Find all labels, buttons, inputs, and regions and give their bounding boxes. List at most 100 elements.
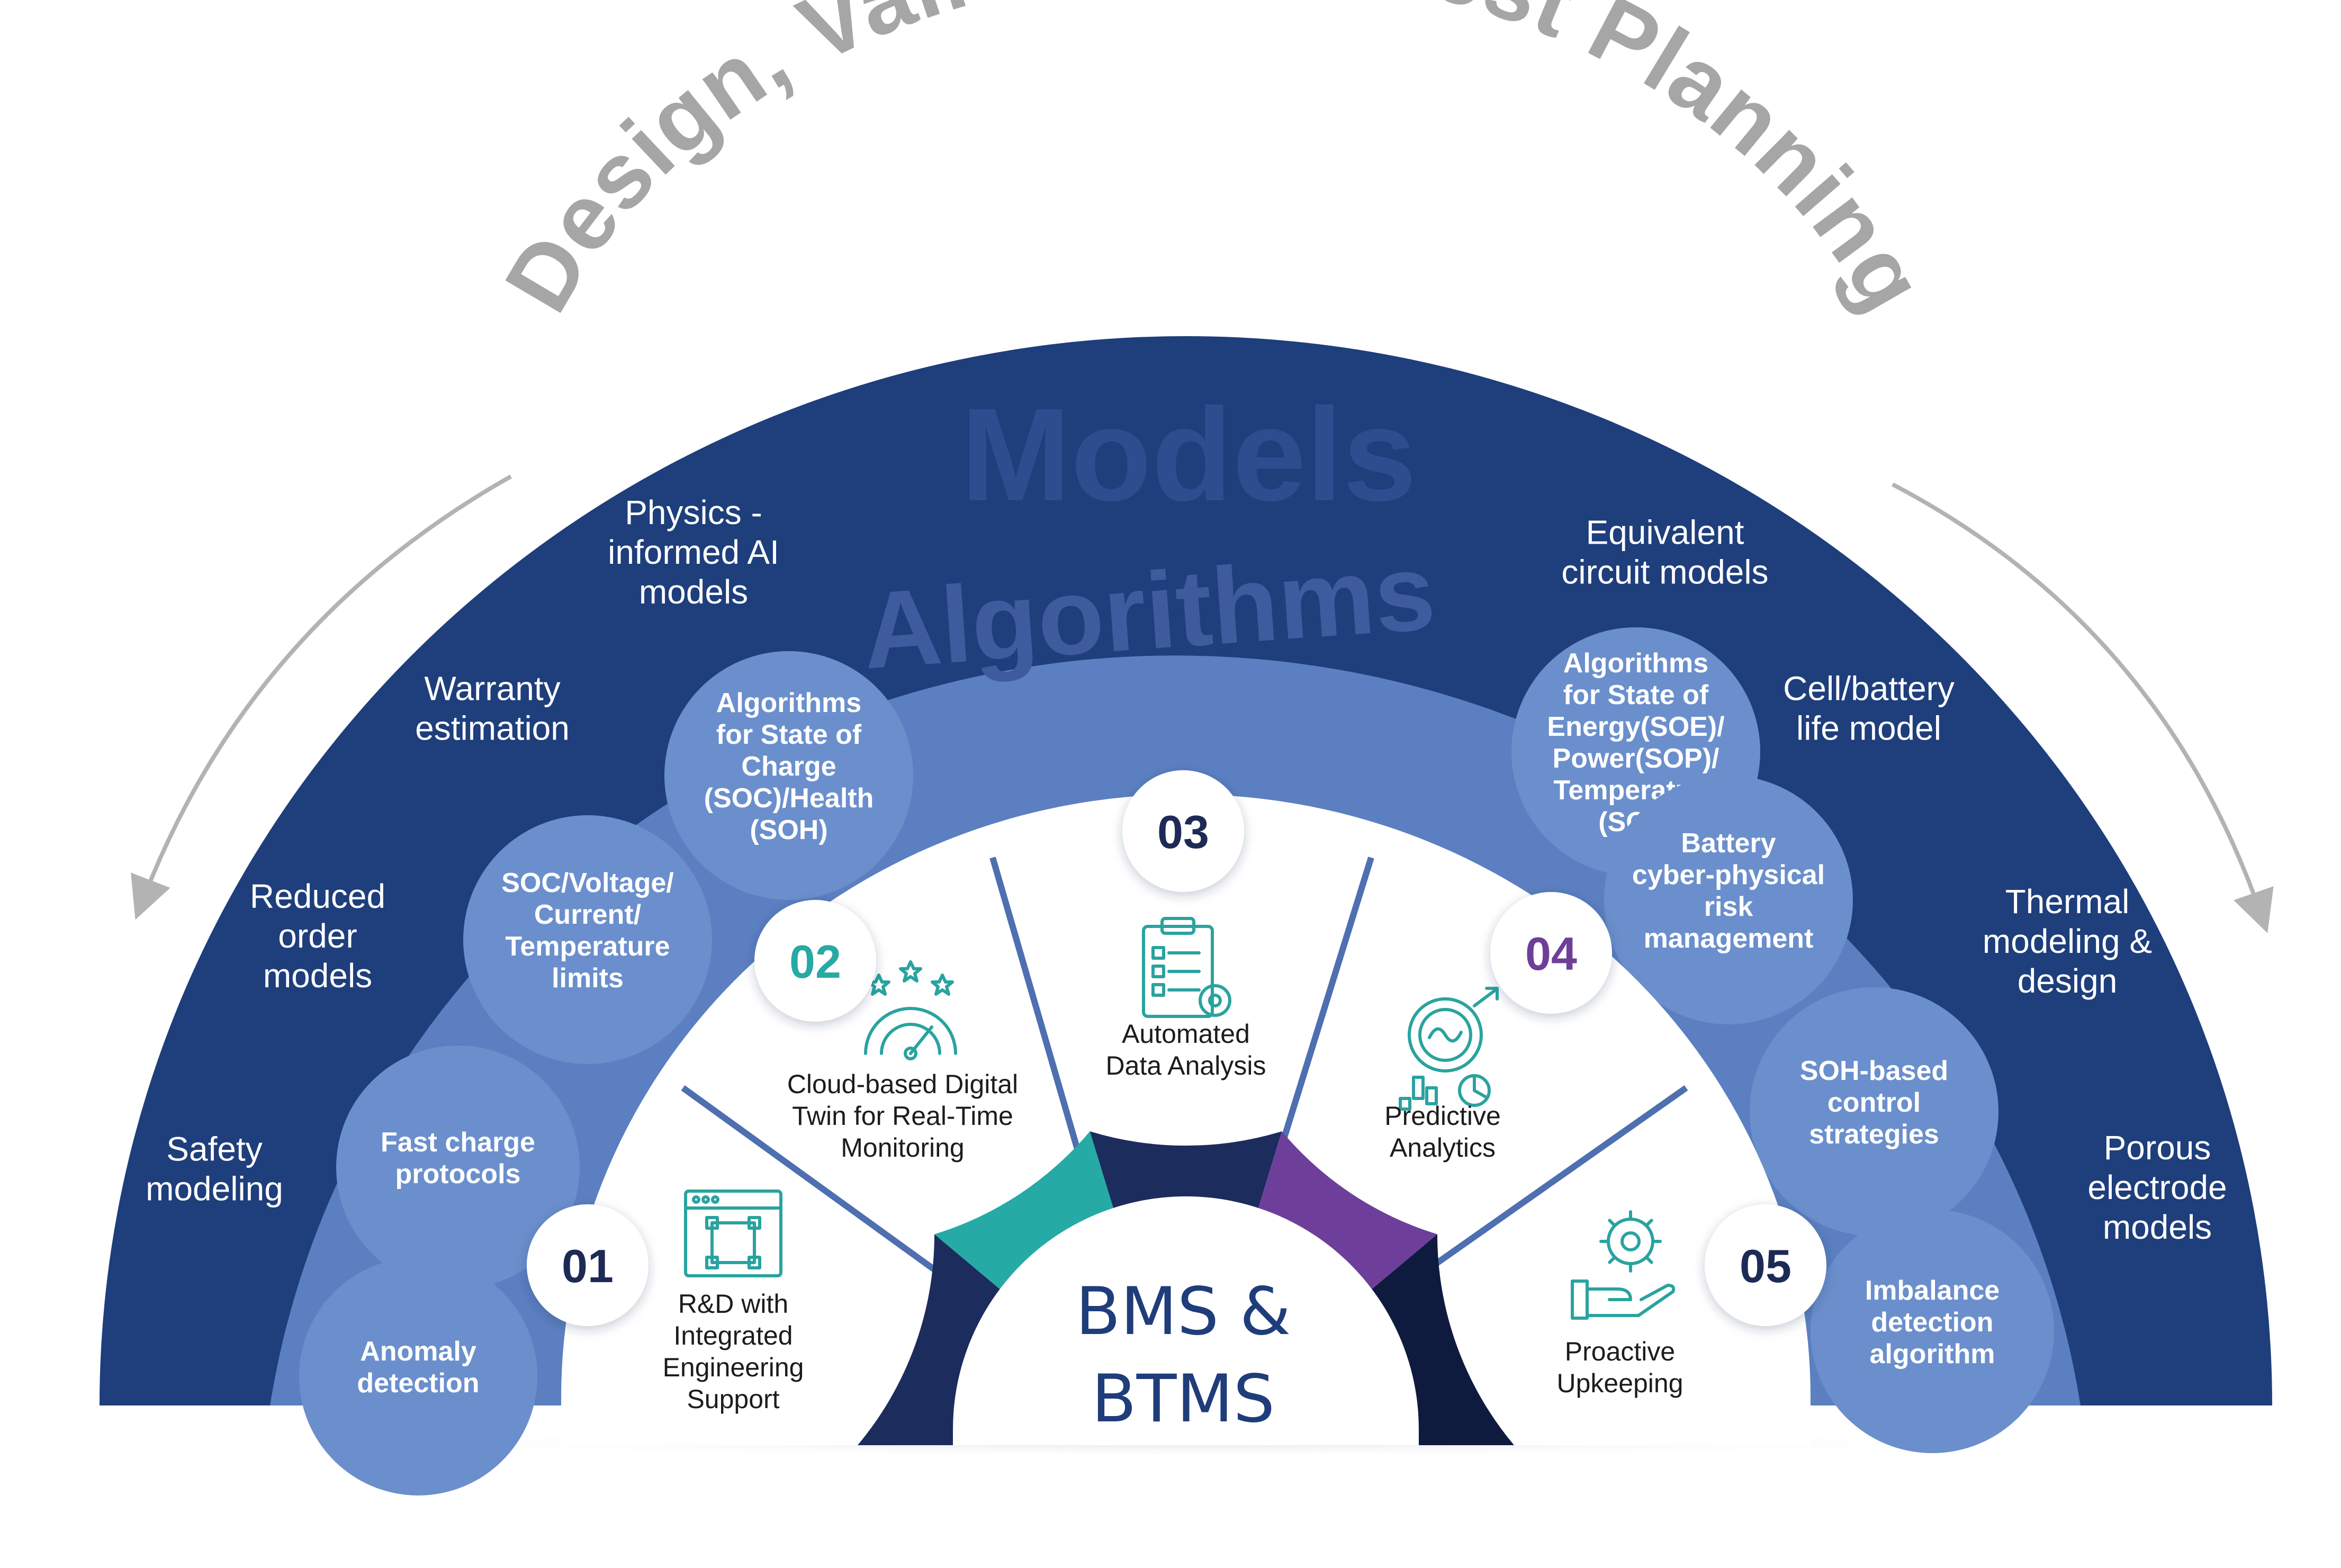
algorithm-label-5-line: for State of: [1563, 680, 1709, 710]
step-badge-05: 05: [1705, 1204, 1826, 1326]
bubble-circle: [664, 651, 913, 900]
algorithm-label-6-line: cyber-physical: [1632, 860, 1825, 890]
gauge-stars-icon: [864, 960, 957, 1060]
algorithm-label-3-line: Current/: [534, 899, 641, 930]
algorithm-label-3-line: Temperature: [505, 931, 670, 962]
badge-circle: [527, 1204, 649, 1326]
model-label-5-line: circuit models: [1561, 553, 1768, 591]
algorithm-label-6-line: Battery: [1681, 828, 1776, 859]
badge-number: 02: [789, 935, 841, 988]
step-label-05-line: Upkeeping: [1556, 1368, 1683, 1398]
algorithm-label-3-line: limits: [552, 963, 624, 994]
model-label-8-line: electrode: [2087, 1168, 2227, 1206]
diagram-title: Design, Validation & Test Planning: [485, 0, 1945, 329]
models-ring-title: Models: [960, 381, 1416, 528]
badge-circle: [754, 900, 876, 1022]
model-label-7-line: modeling &: [1983, 922, 2152, 960]
blueprint-icon: [684, 1189, 782, 1277]
model-label-2-line: models: [263, 957, 372, 995]
step-label-02-line: Monitoring: [841, 1133, 964, 1163]
algorithm-label-4-line: (SOH): [750, 815, 827, 845]
algorithm-label-2-line: protocols: [395, 1159, 521, 1189]
step-label-01-line: Engineering: [663, 1353, 804, 1382]
divider-4: [1417, 1085, 1688, 1278]
badge-number: 05: [1740, 1240, 1791, 1292]
right-cycle-arrow: [1892, 482, 2274, 933]
algorithm-label-8-line: algorithm: [1870, 1339, 1995, 1369]
divider-2: [989, 857, 1086, 1168]
bubble-circle: [463, 815, 712, 1064]
model-label-4-line: informed AI: [608, 533, 779, 571]
divider-3: [1273, 857, 1374, 1166]
diagram-title-path: Design, Validation & Test Planning: [485, 0, 1944, 329]
step-label-02-line: Twin for Real-Time: [792, 1101, 1013, 1131]
step-badge-02: 02: [754, 900, 876, 1022]
badge-circle: [1490, 892, 1612, 1014]
algorithm-label-8-line: detection: [1871, 1307, 1993, 1338]
algorithm-label-7-line: control: [1827, 1087, 1921, 1118]
step-badge-01: 01: [527, 1204, 649, 1326]
model-label-4-line: models: [639, 573, 748, 611]
algorithm-label-4-line: Algorithms: [716, 688, 861, 718]
badge-circle: [1122, 770, 1244, 892]
analytics-magnifier-icon: [1399, 987, 1499, 1111]
step-label-05-line: Proactive: [1565, 1337, 1675, 1366]
algorithm-label-6-line: management: [1644, 923, 1814, 954]
model-label-8-line: models: [2103, 1208, 2212, 1246]
algorithm-label-5-line: Algorithms: [1563, 648, 1708, 679]
model-label-1-line: Safety: [166, 1130, 262, 1168]
model-label-6-line: life model: [1796, 709, 1941, 747]
step-label-03-line: Automated: [1122, 1019, 1250, 1049]
model-label-7-line: Thermal: [2005, 882, 2130, 921]
algorithm-label-4-line: (SOC)/Health: [704, 783, 874, 814]
model-label-1-line: modeling: [146, 1170, 283, 1208]
step-label-01-line: Integrated: [673, 1321, 793, 1350]
bubble-circle: [1811, 1210, 2054, 1453]
algorithm-label-6-line: risk: [1704, 891, 1753, 922]
model-label-4-line: Physics -: [625, 493, 762, 531]
step-label-01-line: Support: [687, 1384, 779, 1414]
model-label-3-line: estimation: [415, 709, 570, 747]
model-label-2-line: order: [278, 917, 357, 955]
model-label-2-line: Reduced: [250, 877, 385, 915]
step-badge-04: 04: [1490, 892, 1612, 1014]
step-label-04-line: Predictive: [1384, 1101, 1501, 1131]
model-label-5-line: Equivalent: [1586, 513, 1744, 552]
algorithm-label-5-line: Power(SOP)/: [1553, 743, 1719, 774]
badge-number: 04: [1525, 927, 1577, 980]
divider-1: [681, 1085, 952, 1284]
algorithm-label-1-line: Anomaly: [360, 1336, 476, 1367]
step-label-02-line: Cloud-based Digital: [787, 1069, 1018, 1099]
model-label-8-line: Porous: [2104, 1129, 2211, 1167]
algorithm-label-4-line: for State of: [716, 719, 862, 750]
